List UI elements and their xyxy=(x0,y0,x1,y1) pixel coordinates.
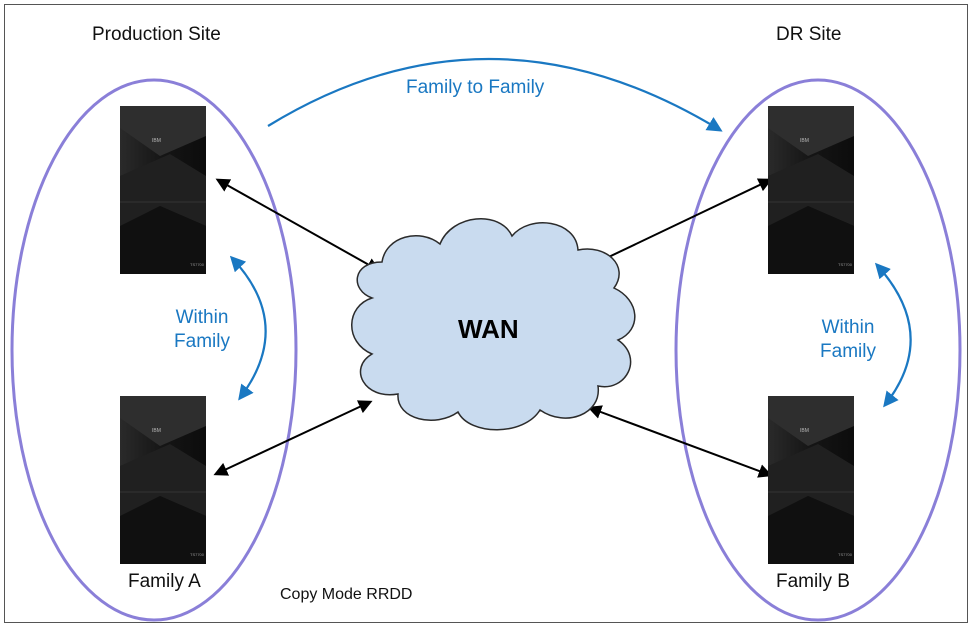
wan-label: WAN xyxy=(458,314,519,344)
svg-text:IBM: IBM xyxy=(152,428,161,434)
link-arrow-prod-top xyxy=(215,178,381,272)
server-icon: IBM TS7700 xyxy=(120,396,206,564)
family-to-family-arrow xyxy=(267,57,723,132)
within-family-left-line2: Family xyxy=(174,331,230,352)
server-icon: IBM TS7700 xyxy=(120,106,206,274)
within-family-label-left: Within Family xyxy=(164,306,240,354)
link-arrow-dr-bottom xyxy=(587,405,773,478)
family-b-label: Family B xyxy=(776,571,850,592)
dr-site-label: DR Site xyxy=(776,24,842,45)
dr-site-ellipse xyxy=(674,78,962,622)
wan-cloud-icon xyxy=(351,218,636,431)
svg-text:TS7700: TS7700 xyxy=(190,262,205,267)
svg-text:TS7700: TS7700 xyxy=(838,552,853,557)
svg-text:IBM: IBM xyxy=(800,138,809,144)
svg-text:TS7700: TS7700 xyxy=(190,552,205,557)
within-family-arrow-left xyxy=(229,255,267,401)
server-icon: IBM TS7700 xyxy=(768,396,854,564)
link-arrow-dr-top xyxy=(591,178,773,266)
production-site-label: Production Site xyxy=(92,24,221,45)
production-site-ellipse xyxy=(10,78,298,622)
svg-text:TS7700: TS7700 xyxy=(838,262,853,267)
within-family-right-line2: Family xyxy=(820,341,876,362)
copy-mode-label: Copy Mode RRDD xyxy=(280,586,413,603)
link-arrow-prod-bottom xyxy=(213,400,373,476)
within-family-right-line1: Within xyxy=(821,317,875,338)
svg-text:IBM: IBM xyxy=(152,138,161,144)
family-a-label: Family A xyxy=(128,571,201,592)
within-family-label-right: Within Family xyxy=(810,316,886,364)
svg-text:IBM: IBM xyxy=(800,428,809,434)
within-family-left-line1: Within xyxy=(175,307,229,328)
within-family-arrow-right xyxy=(874,262,912,408)
family-to-family-label: Family to Family xyxy=(406,77,545,98)
server-icon: IBM TS7700 xyxy=(768,106,854,274)
